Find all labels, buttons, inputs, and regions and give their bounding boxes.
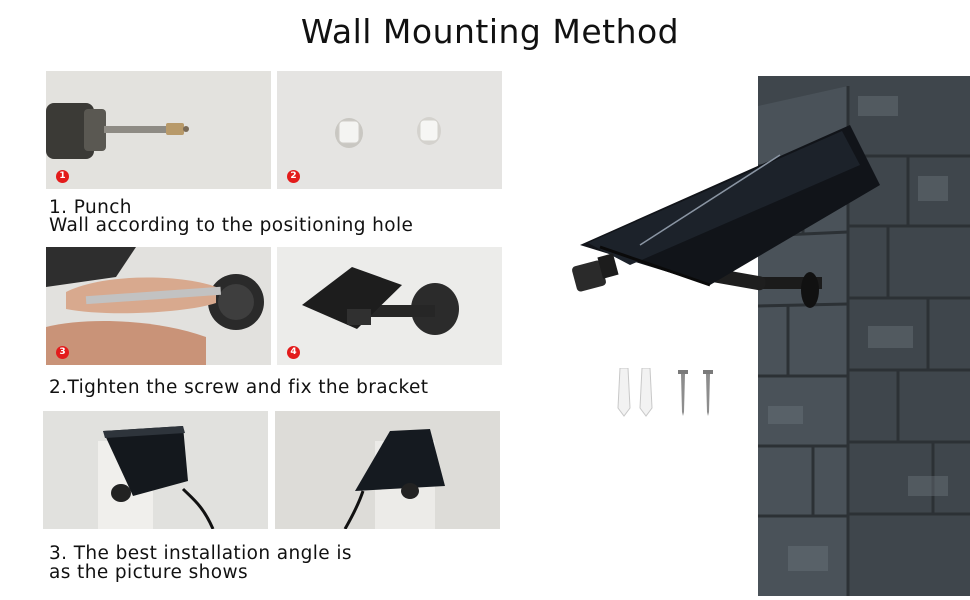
step3-installed-photo-right bbox=[275, 411, 500, 529]
step1-anchors-photo: 2 bbox=[277, 71, 502, 189]
step2-caption: 2.Tighten the screw and fix the bracket bbox=[49, 377, 429, 398]
step2-bracket-photo: 4 bbox=[277, 247, 502, 365]
step-badge: 1 bbox=[56, 170, 69, 183]
step3-caption-line1: 3. The best installation angle is bbox=[49, 543, 352, 564]
step1-caption-line2: Wall according to the positioning hole bbox=[49, 215, 414, 236]
step-badge: 2 bbox=[287, 170, 300, 183]
anchors-and-screws-illustration bbox=[608, 367, 728, 418]
step-badge: 3 bbox=[56, 346, 69, 359]
step1-drill-photo: 1 bbox=[46, 71, 271, 189]
step3-installed-photo-left bbox=[43, 411, 268, 529]
step-badge: 4 bbox=[287, 346, 300, 359]
step3-caption-line2: as the picture shows bbox=[49, 562, 249, 583]
solar-panel-illustration bbox=[560, 95, 890, 335]
page-title: Wall Mounting Method bbox=[300, 12, 680, 51]
step2-screwdriver-photo: 3 bbox=[46, 247, 271, 365]
step1-caption-line1: 1. Punch bbox=[49, 197, 132, 218]
